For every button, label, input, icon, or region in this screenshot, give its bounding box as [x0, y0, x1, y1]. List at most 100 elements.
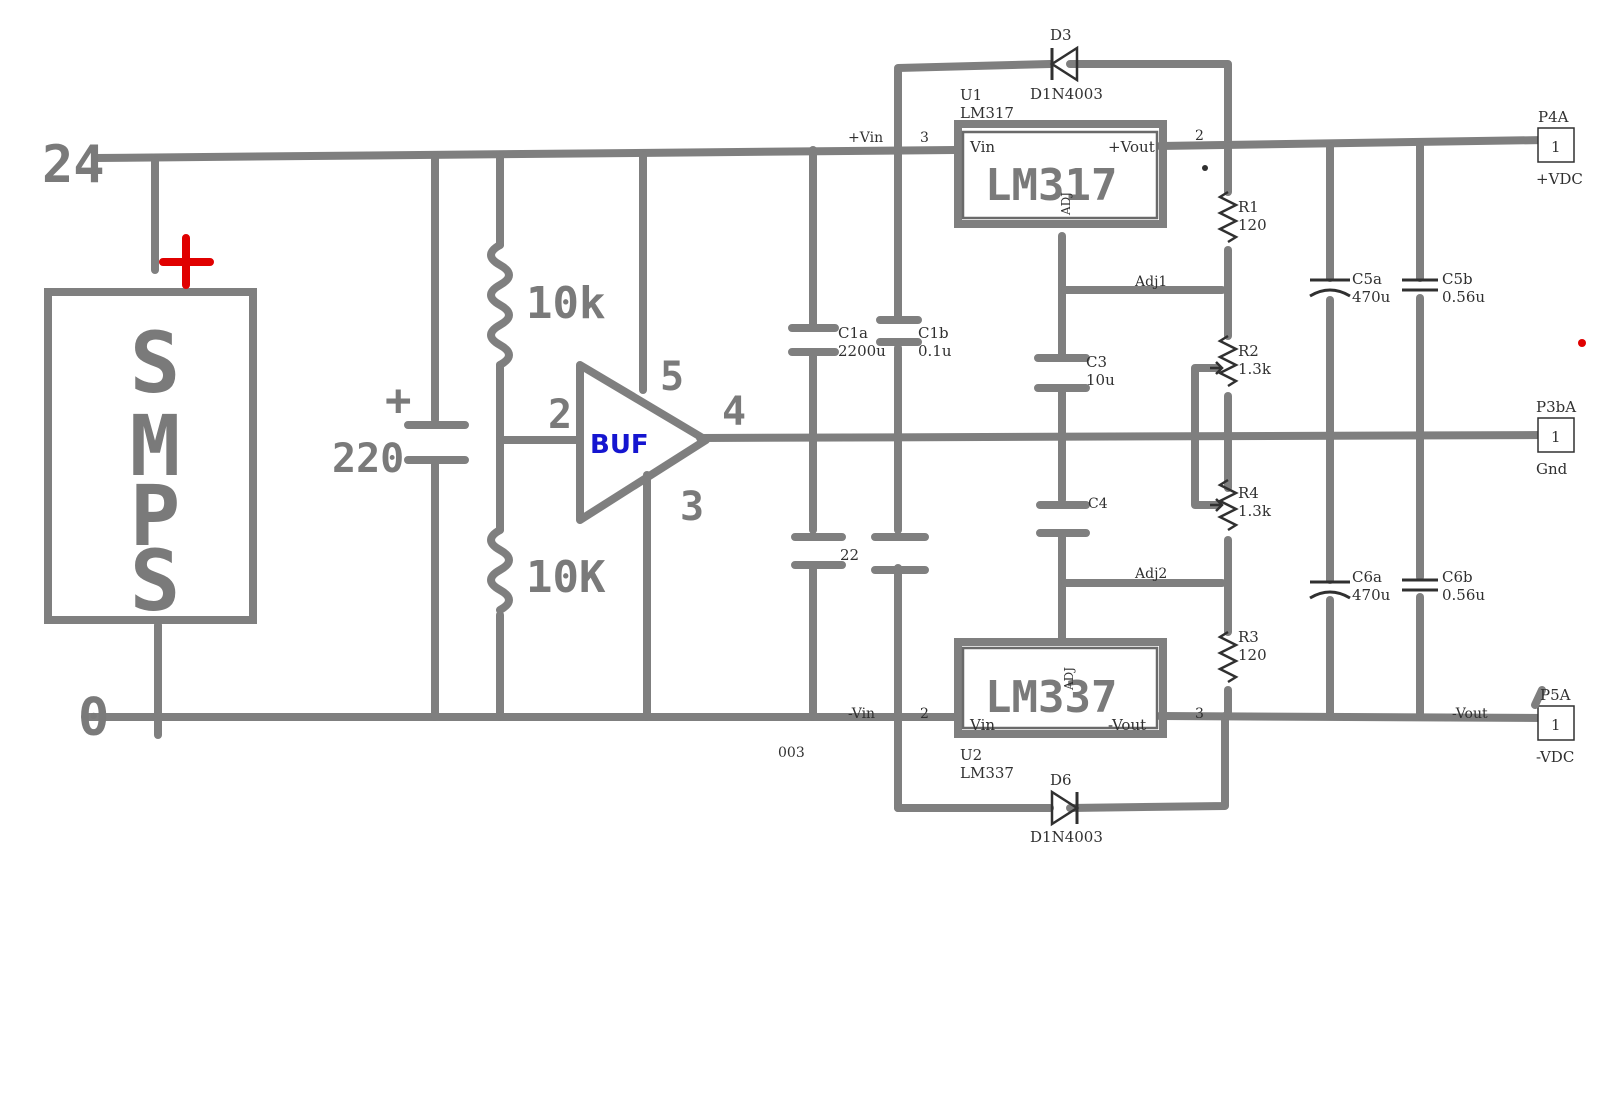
u2-pin-num-out: 3	[1195, 706, 1204, 722]
capacitor-c1b	[876, 316, 922, 346]
r4-value: 1.3k	[1238, 502, 1272, 520]
r3-ref: R3	[1238, 628, 1259, 646]
buffer-pin-out: 4	[722, 389, 746, 435]
buffer-pin-vpos: 5	[660, 354, 684, 400]
c3-ref: C3	[1086, 353, 1107, 371]
r1-ref: R1	[1238, 198, 1259, 216]
junction-dot	[1202, 165, 1208, 171]
net-adj1: Adj1	[1134, 274, 1167, 290]
p3ba-pin: 1	[1551, 428, 1561, 446]
u1-part-small: LM317	[960, 104, 1014, 122]
c1a-ref: C1a	[838, 324, 868, 342]
u1-pin-num-in: 3	[920, 130, 929, 146]
r4-ref: R4	[1238, 484, 1259, 502]
divider-resistor-bottom	[487, 526, 513, 614]
r1-value: 120	[1238, 216, 1267, 234]
capacitor-c1a	[788, 324, 839, 356]
c1b-value: 0.1u	[918, 342, 952, 360]
diode-d6	[1050, 789, 1080, 827]
u1-net-in: +Vin	[848, 130, 883, 146]
input-capacitor	[404, 421, 469, 464]
capacitor-c5b	[1402, 278, 1438, 292]
r2-ref: R2	[1238, 342, 1259, 360]
u1-pin-num-out: 2	[1195, 128, 1204, 144]
buffer-pin-vneg: 3	[680, 484, 704, 530]
buffer-label: BUF	[590, 430, 649, 460]
connector-p3ba	[1537, 417, 1575, 453]
capacitor-c2	[791, 533, 846, 569]
p5a-ref: P5A	[1540, 686, 1571, 704]
capacitor-c6a	[1309, 580, 1351, 600]
u1-pin-adj: ADJ	[1059, 192, 1073, 216]
divider-bottom-label: 10K	[526, 552, 606, 603]
diode-d3	[1049, 45, 1079, 83]
resistor-r4	[1210, 478, 1239, 532]
u2-part-big: LM337	[985, 672, 1117, 723]
c1a-value: 2200u	[838, 342, 886, 360]
capacitor-c5a	[1309, 278, 1351, 298]
smps-letter-s2: S	[130, 532, 181, 630]
u2-pin-vout: -Vout	[1108, 716, 1146, 734]
c6a-value: 470u	[1352, 586, 1391, 604]
input-cap-polarity: +	[385, 375, 412, 426]
p3ba-ref: P3bA	[1536, 398, 1576, 416]
capacitor-c7	[871, 533, 929, 574]
p4a-pin: 1	[1551, 138, 1561, 156]
u2-pin-num-in: 2	[920, 706, 929, 722]
d3-ref: D3	[1050, 26, 1072, 44]
u2-pin-adj: ADJ	[1062, 667, 1076, 691]
red-dot-marker	[1578, 339, 1586, 347]
smps-letter-p: P	[130, 467, 181, 565]
u2-pin-vin: Vin	[969, 716, 995, 734]
resistor-r2	[1210, 334, 1239, 388]
connector-p5a	[1531, 686, 1575, 741]
u2-part-small: LM337	[960, 764, 1014, 782]
capacitor-c6b	[1402, 578, 1438, 592]
supply-pos-label: 24	[42, 135, 105, 195]
lm337-regulator	[954, 638, 1167, 738]
c3-value: 10u	[1086, 371, 1115, 389]
p3ba-label: Gnd	[1536, 460, 1568, 478]
u1-part-big: LM317	[985, 160, 1117, 211]
u2-ref: U2	[960, 746, 982, 764]
lm317-regulator	[954, 120, 1167, 228]
buffer-amplifier	[576, 361, 710, 524]
c5a-value: 470u	[1352, 288, 1391, 306]
u2-net-in: -Vin	[848, 706, 875, 722]
c6b-value: 0.56u	[1442, 586, 1485, 604]
red-plus-marker	[159, 234, 214, 289]
d6-part: D1N4003	[1030, 828, 1103, 846]
u2-net-out: -Vout	[1452, 706, 1488, 722]
capacitor-c3	[1034, 354, 1090, 392]
net-fragment-003: 003	[778, 745, 805, 761]
buffer-pin-in: 2	[548, 392, 572, 438]
p5a-label: -VDC	[1536, 748, 1574, 766]
c5b-value: 0.56u	[1442, 288, 1485, 306]
c6b-ref: C6b	[1442, 568, 1473, 586]
divider-top-label: 10k	[526, 278, 605, 329]
smps-block: S M P S	[44, 288, 257, 630]
divider-resistor-top	[487, 241, 513, 369]
p5a-pin: 1	[1551, 716, 1561, 734]
resistor-r1	[1217, 190, 1239, 244]
c2-value: 22	[840, 546, 859, 564]
net-adj2: Adj2	[1134, 566, 1167, 582]
c6a-ref: C6a	[1352, 568, 1382, 586]
r3-value: 120	[1238, 646, 1267, 664]
d3-part: D1N4003	[1030, 85, 1103, 103]
d6-ref: D6	[1050, 771, 1072, 789]
u1-pin-vin: Vin	[969, 138, 995, 156]
u1-ref: U1	[960, 86, 982, 104]
resistor-r3	[1217, 630, 1239, 684]
u1-pin-vout: +Vout	[1108, 138, 1155, 156]
input-cap-value: 220	[332, 436, 404, 482]
connector-p4a	[1537, 127, 1575, 163]
c5b-ref: C5b	[1442, 270, 1473, 288]
smps-letter-s1: S	[130, 314, 181, 412]
c4-ref: C4	[1088, 496, 1108, 512]
c5a-ref: C5a	[1352, 270, 1382, 288]
p4a-label: +VDC	[1536, 170, 1583, 188]
r2-value: 1.3k	[1238, 360, 1272, 378]
capacitor-c4	[1036, 501, 1090, 537]
